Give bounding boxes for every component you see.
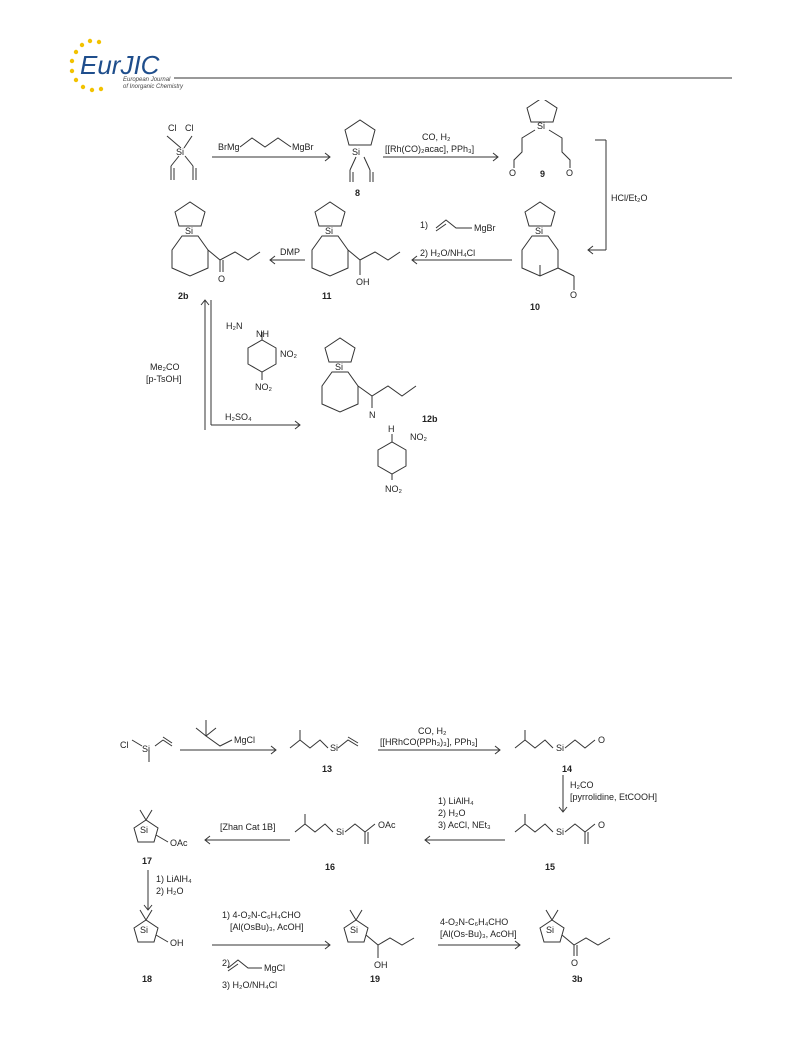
- oppenauer-reagent-1: 4-O₂N-C₆H₄CHO: [440, 917, 508, 927]
- chlorine-label-1: Cl: [168, 123, 177, 133]
- allyl-mgbr: MgBr: [474, 223, 496, 233]
- oxidation-step-3: 3) H₂O/NH₄Cl: [222, 980, 277, 990]
- silicon-label-a: Si: [176, 147, 184, 157]
- hydrazine-nh2: H₂N: [226, 321, 243, 331]
- silicon-label-18: Si: [140, 925, 148, 935]
- silicon-label-15: Si: [556, 827, 564, 837]
- ketone-o-3b: O: [571, 958, 578, 968]
- silicon-label-17: Si: [140, 825, 148, 835]
- compound-label-10: 10: [530, 302, 540, 312]
- silicon-label-13: Si: [330, 743, 338, 753]
- allyl-step-2: 2) H₂O/NH₄Cl: [420, 248, 475, 258]
- sulfuric-acid: H₂SO₄: [225, 412, 252, 422]
- silicon-label-11: Si: [325, 226, 333, 236]
- reagent-brmg: BrMg: [218, 142, 240, 152]
- compound-label-3b: 3b: [572, 974, 583, 984]
- silicon-label-3b: Si: [546, 925, 554, 935]
- hydroformylation-reagent-2: [[Rh(CO)₂acac], PPh₃]: [385, 144, 474, 154]
- acetate-17: OAc: [170, 838, 188, 848]
- compound-label-17: 17: [142, 856, 152, 866]
- reduction-step-3: 3) AcCl, NEt₃: [438, 820, 491, 830]
- acid-reagent: HCl/Et₂O: [611, 193, 648, 203]
- hydroxyl-label-11: OH: [356, 277, 370, 287]
- compound-label-13: 13: [322, 764, 332, 774]
- compound-label-9: 9: [540, 169, 545, 179]
- chlorine-label-s2: Cl: [120, 740, 129, 750]
- oxidation-step-2: 2): [222, 958, 230, 968]
- allyl-step-1: 1): [420, 220, 428, 230]
- hydrazine-nh: NH: [256, 329, 269, 339]
- nitro-a: NO₂: [280, 349, 298, 359]
- star-ring-icon: [69, 38, 104, 93]
- journal-logo-subtitle-2: of Inorganic Chemistry: [123, 84, 184, 90]
- deprotect-reagent-1: Me₂CO: [150, 362, 180, 372]
- reduction-step-1: 1) LiAlH₄: [438, 796, 474, 806]
- aldehyde-o-2: O: [566, 168, 573, 178]
- reagent-mgcl: MgCl: [234, 735, 255, 745]
- rcm-catalyst: [Zhan Cat 1B]: [220, 822, 276, 832]
- mannich-reagent-2: [pyrrolidine, EtCOOH]: [570, 792, 657, 802]
- compound-label-11: 11: [322, 291, 332, 301]
- journal-header: EurJIC European Journal of Inorganic Che…: [69, 38, 732, 93]
- compound-label-18: 18: [142, 974, 152, 984]
- silicon-label-8: Si: [352, 147, 360, 157]
- synthesis-scheme-2: Cl Si MgCl Si 13 CO, H₂ [[HRhCO(PPh₃)₃],…: [120, 720, 657, 990]
- compound-label-15: 15: [545, 862, 555, 872]
- compound-label-12b: 12b: [422, 414, 438, 424]
- oxidation-step-1: 1) 4-O₂N-C₆H₄CHO: [222, 910, 301, 920]
- hydrazone-nitro-b: NO₂: [385, 484, 403, 494]
- silicon-label-9: Si: [537, 121, 545, 131]
- oppenauer-reagent-2: [Al(Os-Bu)₃, AcOH]: [440, 929, 517, 939]
- ketone-o-2b: O: [218, 274, 225, 284]
- journal-logo: EurJIC: [80, 50, 160, 80]
- hydroxyl-18: OH: [170, 938, 184, 948]
- hydroformylation-s2-1: CO, H₂: [418, 726, 447, 736]
- reagent-mgbr: MgBr: [292, 142, 314, 152]
- dmp-reagent: DMP: [280, 247, 300, 257]
- hydroformylation-reagent-1: CO, H₂: [422, 132, 451, 142]
- hydrazone-nitro-a: NO₂: [410, 432, 428, 442]
- aldehyde-o-1: O: [509, 168, 516, 178]
- compound-label-16: 16: [325, 862, 335, 872]
- silicon-label-19: Si: [350, 925, 358, 935]
- silicon-label-12b: Si: [335, 362, 343, 372]
- hydroformylation-s2-2: [[HRhCO(PPh₃)₃], PPh₃]: [380, 737, 478, 747]
- journal-logo-subtitle-1: European Journal: [123, 77, 171, 83]
- silicon-label-16: Si: [336, 827, 344, 837]
- compound-label-8: 8: [355, 188, 360, 198]
- nitro-b: NO₂: [255, 382, 273, 392]
- aldehyde-o-15: O: [598, 820, 605, 830]
- reduction2-step-1: 1) LiAlH₄: [156, 874, 192, 884]
- silicon-label-2b: Si: [185, 226, 193, 236]
- reduction-step-2: 2) H₂O: [438, 808, 466, 818]
- hydroxyl-19: OH: [374, 960, 388, 970]
- synthesis-scheme-1: Cl Cl Si BrMg MgBr Si 8 CO, H₂ [[Rh(CO)₂…: [146, 100, 648, 494]
- acetate-16: OAc: [378, 820, 396, 830]
- compound-label-14: 14: [562, 764, 572, 774]
- hydrazone-nh: H: [388, 424, 395, 434]
- aldehyde-o-14: O: [598, 735, 605, 745]
- chlorine-label-2: Cl: [185, 123, 194, 133]
- hydrazone-n: N: [369, 410, 376, 420]
- aldehyde-o-10: O: [570, 290, 577, 300]
- oxidation-step-1b: [Al(OsBu)₃, AcOH]: [230, 922, 304, 932]
- silicon-label-14: Si: [556, 743, 564, 753]
- silicon-label-10: Si: [535, 226, 543, 236]
- compound-label-19: 19: [370, 974, 380, 984]
- deprotect-reagent-2: [p-TsOH]: [146, 374, 182, 384]
- oxidation-mgcl: MgCl: [264, 963, 285, 973]
- compound-label-2b: 2b: [178, 291, 189, 301]
- reduction2-step-2: 2) H₂O: [156, 886, 184, 896]
- mannich-reagent-1: H₂CO: [570, 780, 594, 790]
- silicon-label-s2: Si: [142, 744, 150, 754]
